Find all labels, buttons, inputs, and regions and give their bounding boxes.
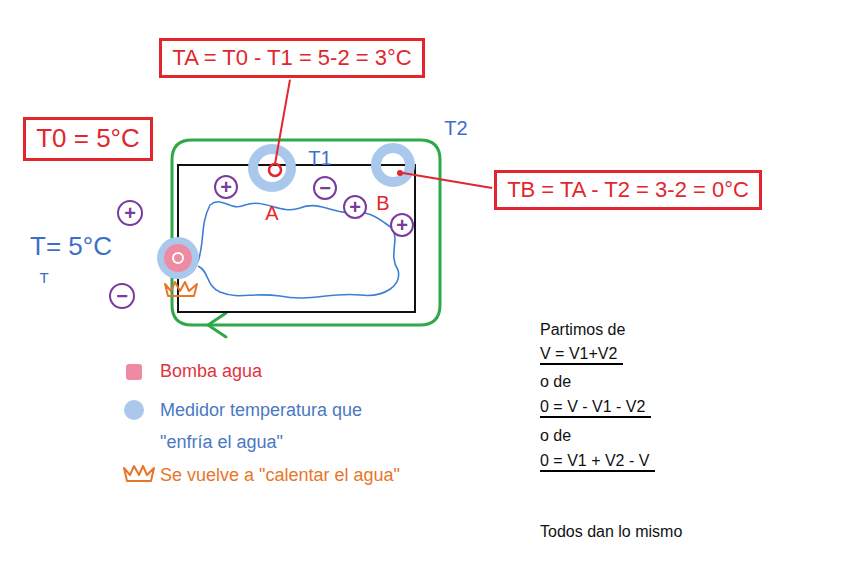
temperature-meter bbox=[253, 149, 291, 187]
temperature-equation: TB = TA - T2 = 3-2 = 0°C bbox=[507, 177, 749, 202]
temperature-box: T0 = 5°C bbox=[23, 117, 153, 161]
circuit-frame bbox=[178, 165, 415, 312]
polarity-circle: − bbox=[313, 176, 337, 200]
node-point bbox=[397, 170, 403, 176]
polarity-sign: + bbox=[396, 215, 408, 235]
equation-text: 0 = V1 + V2 - V bbox=[540, 452, 655, 472]
legend-heater-sample bbox=[124, 466, 154, 481]
temperature-equation: TA = T0 - T1 = 5-2 = 3°C bbox=[172, 45, 411, 70]
equation-text: V = V1+V2 bbox=[540, 345, 623, 365]
note-text: Todos dan lo mismo bbox=[540, 523, 682, 541]
legend-text: Se vuelve a "calentar el agua" bbox=[160, 465, 400, 487]
temperature-equation: T0 = 5°C bbox=[36, 124, 140, 154]
temperature-label: T= 5°C bbox=[30, 232, 112, 262]
polarity-sign: + bbox=[220, 177, 232, 197]
polarity-sign: + bbox=[124, 203, 136, 223]
meter-label: T1 bbox=[308, 147, 331, 170]
flow-loop bbox=[172, 140, 440, 325]
polarity-circle: − bbox=[109, 283, 135, 309]
legend-swatch bbox=[124, 400, 144, 420]
pump-center bbox=[173, 253, 183, 263]
subscript-label: T bbox=[39, 269, 48, 286]
note-text: o de bbox=[540, 373, 571, 391]
polarity-circle: + bbox=[343, 195, 367, 219]
heater-symbol bbox=[165, 282, 197, 296]
pump-symbol bbox=[164, 244, 192, 272]
polarity-circle: + bbox=[390, 213, 414, 237]
meter-label: T2 bbox=[444, 117, 467, 140]
polarity-circle: + bbox=[214, 175, 238, 199]
equation-text: 0 = V - V1 - V2 bbox=[540, 398, 651, 418]
legend-text: Medidor temperatura que "enfría el agua" bbox=[160, 394, 400, 458]
temperature-box: TA = T0 - T1 = 5-2 = 3°C bbox=[159, 38, 424, 77]
temperature-box: TB = TA - T2 = 3-2 = 0°C bbox=[494, 170, 762, 209]
node-point bbox=[269, 164, 281, 176]
note-text: o de bbox=[540, 427, 571, 445]
leader-line bbox=[403, 173, 492, 188]
point-label: B bbox=[376, 192, 389, 215]
leader-line bbox=[275, 80, 290, 164]
polarity-sign: − bbox=[116, 286, 128, 306]
legend-text: Bomba agua bbox=[160, 361, 262, 383]
polarity-sign: + bbox=[349, 197, 361, 217]
flow-arrowhead bbox=[208, 313, 226, 337]
pump-ring bbox=[157, 237, 199, 279]
water-line bbox=[198, 202, 399, 298]
temperature-meter bbox=[376, 148, 410, 182]
note-text: Partimos de bbox=[540, 321, 625, 339]
polarity-sign: − bbox=[319, 178, 331, 198]
legend-swatch bbox=[126, 364, 142, 380]
polarity-circle: + bbox=[117, 200, 143, 226]
point-label: A bbox=[265, 202, 278, 225]
